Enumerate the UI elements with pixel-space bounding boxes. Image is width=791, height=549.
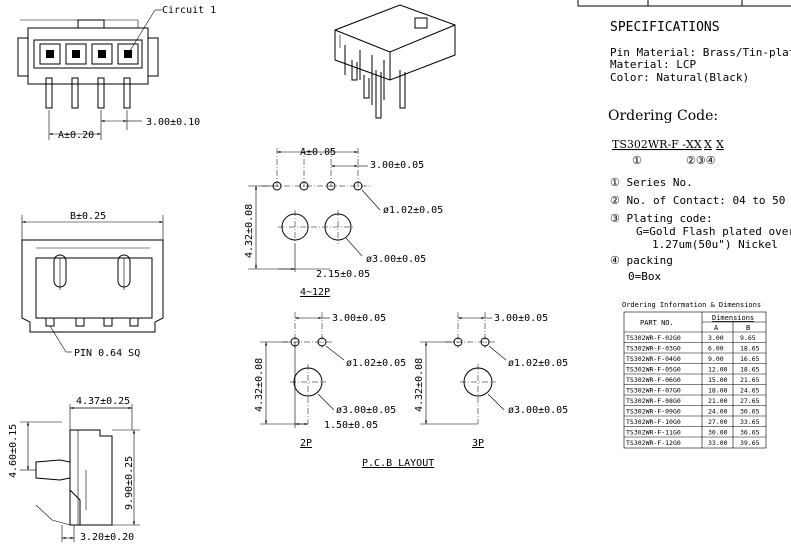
- ordering-code-x2: X: [716, 138, 724, 151]
- pcb-layout-caption: P.C.B LAYOUT: [362, 458, 434, 469]
- table-cell-a: 9.00: [708, 355, 724, 363]
- title-block-fragment: [577, 0, 791, 7]
- table-cell-part: TS302WR-F-09G0: [626, 408, 681, 416]
- side-view: 4.37±0.25 4.60±0.15 9.90±0.25 3.20±0.20: [8, 396, 140, 543]
- table-cell-part: TS302WR-F-10G0: [626, 418, 681, 426]
- circuit-1-label: Circuit 1: [162, 5, 216, 16]
- table-cell-b: 24.65: [740, 387, 760, 395]
- table-cell-a: 15.00: [708, 376, 728, 384]
- pcb-main-a-label: A±0.05: [300, 147, 336, 158]
- ordering-code-xx: XX: [686, 138, 702, 151]
- table-cell-part: TS302WR-F-07G0: [626, 387, 681, 395]
- pcb-main-caption: 4~12P: [300, 287, 330, 298]
- table-cell-a: 12.00: [708, 366, 728, 374]
- table-col-dims: Dimensions: [712, 314, 754, 322]
- table-col-part: PART NO.: [640, 319, 674, 327]
- table-cell-a: 18.00: [708, 387, 728, 395]
- table-cell-a: 30.00: [708, 429, 728, 437]
- pcb-2p-big-hole-label: ø3.00±0.05: [336, 405, 396, 416]
- ordering-code-prefix: TS302WR-F -: [612, 138, 686, 151]
- table-cell-a: 3.00: [708, 334, 724, 342]
- table-cell-part: TS302WR-F-03G0: [626, 345, 681, 353]
- ordering-table: Ordering Information & Dimensions PART N…: [622, 301, 767, 449]
- pcb-2p-offset-label: 1.50±0.05: [324, 420, 378, 431]
- pcb-3p-height-label: 4.32±0.08: [414, 358, 425, 412]
- pcb-2p-caption: 2P: [300, 438, 312, 449]
- table-col-b: B: [746, 324, 750, 332]
- table-cell-b: 27.65: [740, 397, 760, 405]
- pcb-3p-pitch-label: 3.00±0.05: [494, 313, 548, 324]
- table-cell-b: 9.65: [740, 334, 756, 342]
- pins: [45, 77, 131, 109]
- ordering-item1: ① Series No.: [610, 176, 693, 189]
- table-col-a: A: [714, 324, 719, 332]
- height-label: 9.90±0.25: [124, 456, 135, 510]
- left-height-label: 4.60±0.15: [8, 424, 19, 478]
- ordering-num1: ①: [632, 154, 642, 167]
- table-cell-part: TS302WR-F-12G0: [626, 439, 681, 447]
- table-cell-b: 16.65: [740, 355, 760, 363]
- table-cell-part: TS302WR-F-11G0: [626, 429, 681, 437]
- pcb-main-pitch-label: 3.00±0.05: [370, 160, 424, 171]
- ordering-item4a: 0=Box: [628, 270, 661, 283]
- table-cell-part: TS302WR-F-05G0: [626, 366, 681, 374]
- pcb-main-offset-label: 2.15±0.05: [316, 269, 370, 280]
- ordering-code: Ordering Code: TS302WR-F - XX X X ① ②③④ …: [608, 108, 791, 283]
- table-cell-a: 27.00: [708, 418, 728, 426]
- pcb-3p-big-hole-label: ø3.00±0.05: [508, 405, 568, 416]
- front-view: B±0.25 PIN 0.64 SQ: [21, 211, 164, 359]
- pcb-3p: 3.00±0.05 ø1.02±0.05 4.32±0.08 ø3.00±0.0…: [414, 312, 568, 449]
- ordering-num234: ②③④: [686, 154, 716, 167]
- table-cell-b: 36.65: [740, 429, 760, 437]
- table-cell-b: 18.65: [740, 366, 760, 374]
- table-cell-a: 6.00: [708, 345, 724, 353]
- ordering-item4: ④ packing: [610, 254, 673, 267]
- pcb-3p-caption: 3P: [472, 438, 484, 449]
- depth-label: 4.37±0.25: [76, 396, 130, 407]
- spec-color: Color: Natural(Black): [610, 71, 749, 84]
- spec-material: Material: LCP: [610, 58, 696, 71]
- table-cell-b: 30.65: [740, 408, 760, 416]
- table-title: Ordering Information & Dimensions: [622, 301, 761, 309]
- spec-pin-material: Pin Material: Brass/Tin-plated: [610, 46, 791, 59]
- pcb-3p-small-hole-label: ø1.02±0.05: [508, 358, 568, 369]
- pcb-2p-height-label: 4.32±0.08: [254, 358, 265, 412]
- pcb-main-big-hole-label: ø3.00±0.05: [366, 254, 426, 265]
- ordering-item3a: G=Gold Flash plated over: [636, 225, 791, 238]
- pin-label: PIN 0.64 SQ: [74, 348, 140, 359]
- pcb-2p: 3.00±0.05 ø1.02±0.05 4.32±0.08 ø3.00±0.0…: [254, 312, 406, 449]
- pcb-main-height-label: 4.32±0.08: [244, 204, 255, 258]
- ordering-item3: ③ Plating code:: [610, 212, 713, 225]
- table-cell-part: TS302WR-F-06G0: [626, 376, 681, 384]
- ordering-item2: ② No. of Contact: 04 to 50: [610, 194, 785, 207]
- table-cell-b: 39.65: [740, 439, 760, 447]
- table-cell-b: 33.65: [740, 418, 760, 426]
- iso-view: [334, 4, 456, 119]
- pcb-2p-small-hole-label: ø1.02±0.05: [346, 358, 406, 369]
- pcb-main-small-hole-label: ø1.02±0.05: [383, 205, 443, 216]
- spec-title: SPECIFICATIONS: [610, 20, 720, 35]
- table-cell-part: TS302WR-F-04G0: [626, 355, 681, 363]
- ordering-item3b: 1.27um(50u") Nickel: [652, 238, 778, 251]
- table-cell-b: 21.65: [740, 376, 760, 384]
- table-cell-a: 33.00: [708, 439, 728, 447]
- ordering-code-x1: X: [704, 138, 712, 151]
- ordering-title: Ordering Code:: [608, 108, 718, 124]
- bottom-label: 3.20±0.20: [80, 532, 134, 543]
- table-cell-a: 24.00: [708, 408, 728, 416]
- pitch-dim-label: 3.00±0.10: [146, 117, 200, 128]
- table-cell-a: 21.00: [708, 397, 728, 405]
- pcb-main: A±0.05 3.00±0.05 ø1.02±0.05 4.32±0.08 ø3…: [244, 147, 443, 298]
- top-view: Circuit 1 A±0.20 3.00±0.10: [17, 5, 216, 141]
- table-cell-part: TS302WR-F-02G0: [626, 334, 681, 342]
- pcb-2p-pitch-label: 3.00±0.05: [332, 313, 386, 324]
- table-cell-part: TS302WR-F-08G0: [626, 397, 681, 405]
- a-dim-label: A±0.20: [58, 130, 94, 141]
- table-cell-b: 18.65: [740, 345, 760, 353]
- specifications: SPECIFICATIONS Pin Material: Brass/Tin-p…: [610, 20, 791, 84]
- b-dim-label: B±0.25: [70, 211, 106, 222]
